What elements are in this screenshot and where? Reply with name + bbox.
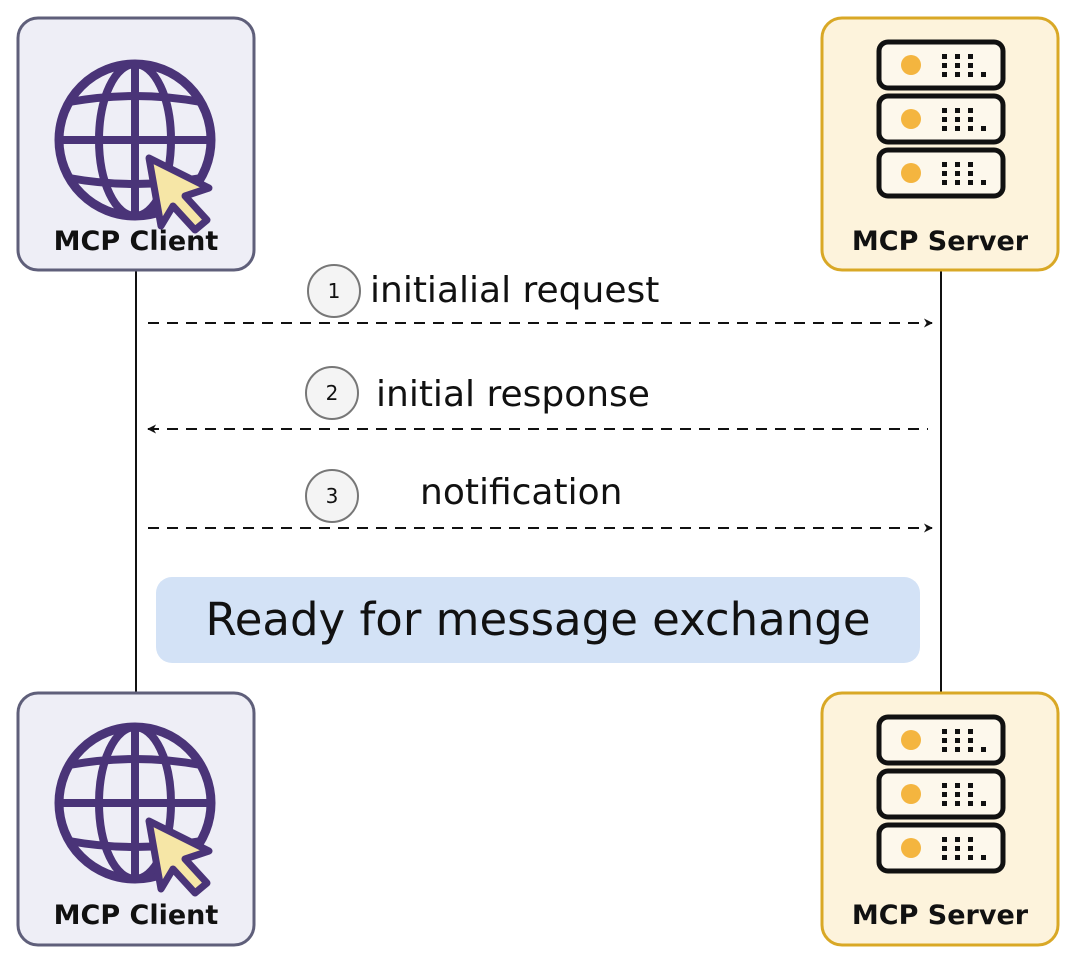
client-label: MCP Client: [54, 226, 219, 257]
step-number: 2: [326, 381, 339, 405]
ready-label: Ready for message exchange: [205, 593, 870, 646]
step-badge: [305, 366, 359, 420]
step-number: 1: [328, 279, 341, 303]
ready-banner: Ready for message exchange: [156, 577, 920, 663]
server-label: MCP Server: [852, 900, 1029, 931]
step-number: 3: [326, 484, 339, 508]
client-box-top: MCP Client: [16, 16, 256, 272]
server-box-top: MCP Server: [820, 16, 1060, 272]
server-label: MCP Server: [852, 226, 1029, 257]
server-box-bottom: MCP Server: [820, 691, 1060, 947]
server-rack-icon: [879, 42, 1003, 196]
message-2: 2 initial response: [147, 366, 928, 434]
message-label: initial response: [376, 374, 650, 415]
step-badge: [305, 469, 359, 523]
message-label: notification: [420, 472, 622, 513]
message-3: 3 notification: [148, 469, 933, 533]
message-1: 1 initialial request: [148, 264, 933, 328]
message-label: initialial request: [370, 270, 659, 311]
client-box-bottom: MCP Client: [16, 691, 256, 947]
step-badge: [307, 264, 361, 318]
client-label: MCP Client: [54, 900, 219, 931]
server-rack-icon: [879, 717, 1003, 871]
